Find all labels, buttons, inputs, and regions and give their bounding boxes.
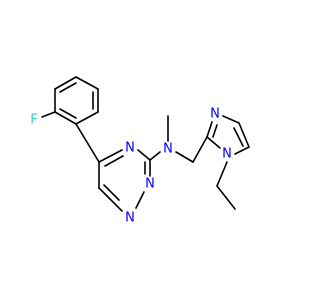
bond-layer <box>41 76 250 212</box>
bond-phenyl-triazine <box>75 123 100 163</box>
bond-n1-ethyl-1 <box>216 161 228 187</box>
bond-phenyl-3 <box>75 76 99 90</box>
bond-phenyl-inner-3 <box>59 108 77 119</box>
bond-ch2-imidazole <box>192 136 208 163</box>
bond-triazine-n1-c6 <box>98 187 123 212</box>
bond-ethyl-2 <box>216 185 236 210</box>
atom-imidazole-n3: N <box>210 107 220 122</box>
bond-triazine-n4-c3 <box>137 149 151 161</box>
bond-triazine-c5-n4 <box>98 149 123 163</box>
bond-imid-c2-n3 <box>206 121 213 138</box>
bond-phenyl-inner-1 <box>59 82 77 93</box>
bond-phenyl-6 <box>54 111 77 125</box>
bond-phenyl-2 <box>54 76 77 90</box>
bond-triazine-n2-n1 <box>135 191 145 209</box>
bond-triazine-inner-1 <box>104 155 124 167</box>
molecule-diagram: F N N N N N N <box>30 76 250 226</box>
atom-triazine-n4: N <box>125 141 135 156</box>
atom-fluorine: F <box>30 113 37 128</box>
bond-c3-amine <box>149 151 161 161</box>
bond-imid-inner-2 <box>233 127 244 147</box>
bond-imid-c4-c5 <box>238 122 250 148</box>
atom-triazine-n1: N <box>145 177 155 192</box>
bond-imid-n3-c4 <box>222 115 240 124</box>
bond-amine-ch2 <box>175 151 194 163</box>
atom-label-layer: F N N N N N N <box>30 107 232 226</box>
structure-svg: F N N N N N N <box>30 76 250 226</box>
bond-imid-n1-c2 <box>206 136 221 149</box>
bond-triazine-inner-3 <box>103 184 120 201</box>
bond-imid-inner-1 <box>212 124 218 138</box>
atom-imidazole-n1: N <box>222 147 232 162</box>
bond-f-c <box>41 111 56 118</box>
bond-imid-c5-n1 <box>234 146 250 155</box>
atom-triazine-n2: N <box>125 211 135 226</box>
atom-amine-n: N <box>163 142 173 157</box>
bond-phenyl-5 <box>75 111 99 125</box>
